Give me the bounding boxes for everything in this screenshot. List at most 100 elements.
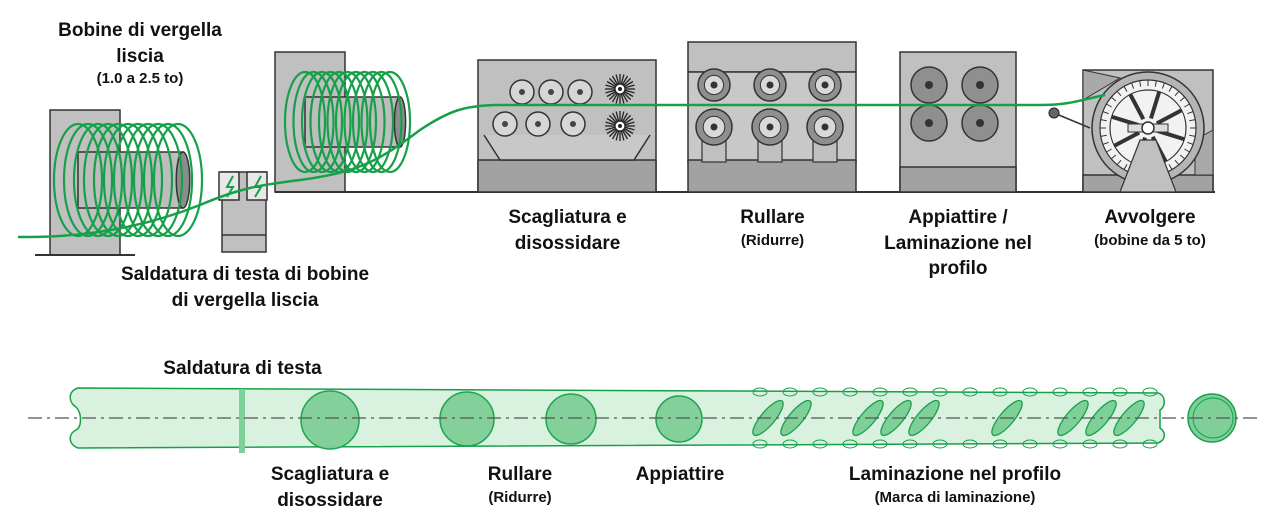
rib-edge-top xyxy=(782,387,798,397)
label-descale-line2: disossidare xyxy=(514,232,621,254)
label-bottom-flatten: Appiattire xyxy=(615,462,745,488)
rib-edge-bottom xyxy=(992,439,1008,449)
wire-coil-2 xyxy=(283,70,412,174)
label-flatten: Appiattire / Laminazione nel profilo xyxy=(868,205,1048,282)
rib-edge-bottom xyxy=(752,439,768,449)
coil-turn xyxy=(62,122,114,238)
coil-turn xyxy=(142,122,194,238)
coil-turn xyxy=(368,70,412,174)
rib-edge-top xyxy=(932,387,948,397)
rib-edge-top xyxy=(1112,387,1128,397)
rib-edge-top xyxy=(872,387,888,397)
label-bottom-descale-line2: disossidare xyxy=(277,489,383,511)
coil-turn xyxy=(152,122,204,238)
label-bottom-roll-line1: Rullare xyxy=(487,464,553,485)
rib-edge-top xyxy=(842,387,858,397)
coil-turn xyxy=(122,122,174,238)
label-bottom-descale-line1: Scagliatura e xyxy=(270,464,390,485)
coil-turn xyxy=(309,70,352,174)
label-weld-line1: Saldatura di testa di bobine xyxy=(120,264,370,285)
wire-coil-1 xyxy=(52,122,204,238)
label-bottom-roll: Rullare (Ridurre) xyxy=(455,462,585,508)
label-coil-line3: (1.0 a 2.5 to) xyxy=(96,70,184,88)
rib-edge-bottom xyxy=(1112,439,1128,449)
label-flatten-line1: Appiattire / xyxy=(908,207,1008,228)
label-bottom-descale: Scagliatura e disossidare xyxy=(245,462,415,513)
rib-edge-top xyxy=(902,387,918,397)
coil-turn xyxy=(351,70,395,174)
label-bottom-profile-line1: Laminazione nel profilo xyxy=(848,464,1062,485)
rib-edge-top xyxy=(1022,387,1038,397)
rod-cross-section xyxy=(545,393,597,445)
label-descale-line1: Scagliatura e xyxy=(508,207,627,228)
coil-turn xyxy=(334,70,378,174)
label-flatten-line3: profilo xyxy=(928,258,988,280)
coil-turn xyxy=(92,122,144,238)
rib-edge-bottom xyxy=(1052,439,1068,449)
rib-edge-bottom xyxy=(842,439,858,449)
coil-turn xyxy=(112,122,164,238)
butt-welder xyxy=(218,171,268,253)
flattening-machine xyxy=(899,51,1017,193)
label-weld: Saldatura di testa di bobine di vergella… xyxy=(95,262,395,313)
rib-edge-top xyxy=(752,387,768,397)
winder xyxy=(1048,69,1214,193)
rib-edge-bottom xyxy=(812,439,828,449)
coil-turn xyxy=(132,122,184,238)
label-wind-line1: Avvolgere xyxy=(1104,207,1196,228)
coil-turn xyxy=(360,70,403,174)
label-flatten-line2: Laminazione nel xyxy=(884,232,1032,254)
winder-stand xyxy=(1119,139,1177,193)
coil-turn xyxy=(283,70,327,174)
label-roll-line1: Rullare xyxy=(740,207,805,228)
rod-cross-section xyxy=(439,391,495,447)
label-bottom-roll-line2: (Ridurre) xyxy=(488,488,552,506)
rib-edge-bottom xyxy=(902,439,918,449)
coil-turn xyxy=(300,70,344,174)
rib-edge-bottom xyxy=(872,439,888,449)
rod-profile xyxy=(28,387,1260,453)
rib-edge-bottom xyxy=(962,439,978,449)
wire-path-top xyxy=(17,93,1106,239)
rolling-machine xyxy=(687,41,857,193)
coil-turn xyxy=(82,122,134,238)
descaling-machine xyxy=(477,59,657,193)
rib-edge-bottom xyxy=(1022,439,1038,449)
rib-edge-top xyxy=(812,387,828,397)
rod-cross-section xyxy=(655,395,703,443)
label-weld-line2: di vergella liscia xyxy=(171,289,319,311)
label-roll: Rullare (Ridurre) xyxy=(700,205,845,251)
descale-brush xyxy=(605,111,635,141)
rib-edge-top xyxy=(1082,387,1098,397)
label-bottom-weld: Saldatura di testa xyxy=(130,356,355,382)
rib-edge-top xyxy=(962,387,978,397)
descale-brush xyxy=(605,74,635,104)
rib-edge-bottom xyxy=(782,439,798,449)
coil-turn xyxy=(102,122,154,238)
rib-edge-bottom xyxy=(932,439,948,449)
rib-edge-top xyxy=(992,387,1008,397)
label-coil-line2: liscia xyxy=(116,45,164,67)
rib-edge-bottom xyxy=(1082,439,1098,449)
label-descale: Scagliatura e disossidare xyxy=(480,205,655,256)
rod-cross-section xyxy=(300,390,360,450)
rib-edge-bottom xyxy=(1142,439,1158,449)
coil-turn xyxy=(52,122,104,238)
label-bottom-weld-text: Saldatura di testa xyxy=(163,358,322,379)
label-wind: Avvolgere (bobine da 5 to) xyxy=(1065,205,1235,251)
coil-turn xyxy=(292,70,335,174)
rib-edge-top xyxy=(1052,387,1068,397)
winder-hub xyxy=(1141,121,1155,135)
label-wind-line2: (bobine da 5 to) xyxy=(1094,231,1206,249)
coil-turn xyxy=(72,122,124,238)
label-roll-line2: (Ridurre) xyxy=(740,231,805,249)
coil-turn xyxy=(343,70,386,174)
label-coil-line1: Bobine di vergella xyxy=(58,20,222,41)
label-bottom-profile-line2: (Marca di laminazione) xyxy=(874,488,1036,506)
label-bottom-profile: Laminazione nel profilo (Marca di lamina… xyxy=(815,462,1095,508)
label-coil: Bobine di vergella liscia (1.0 a 2.5 to) xyxy=(35,18,245,90)
coil-turn xyxy=(326,70,369,174)
label-bottom-flatten-text: Appiattire xyxy=(635,464,725,485)
rib-edge-top xyxy=(1142,387,1158,397)
